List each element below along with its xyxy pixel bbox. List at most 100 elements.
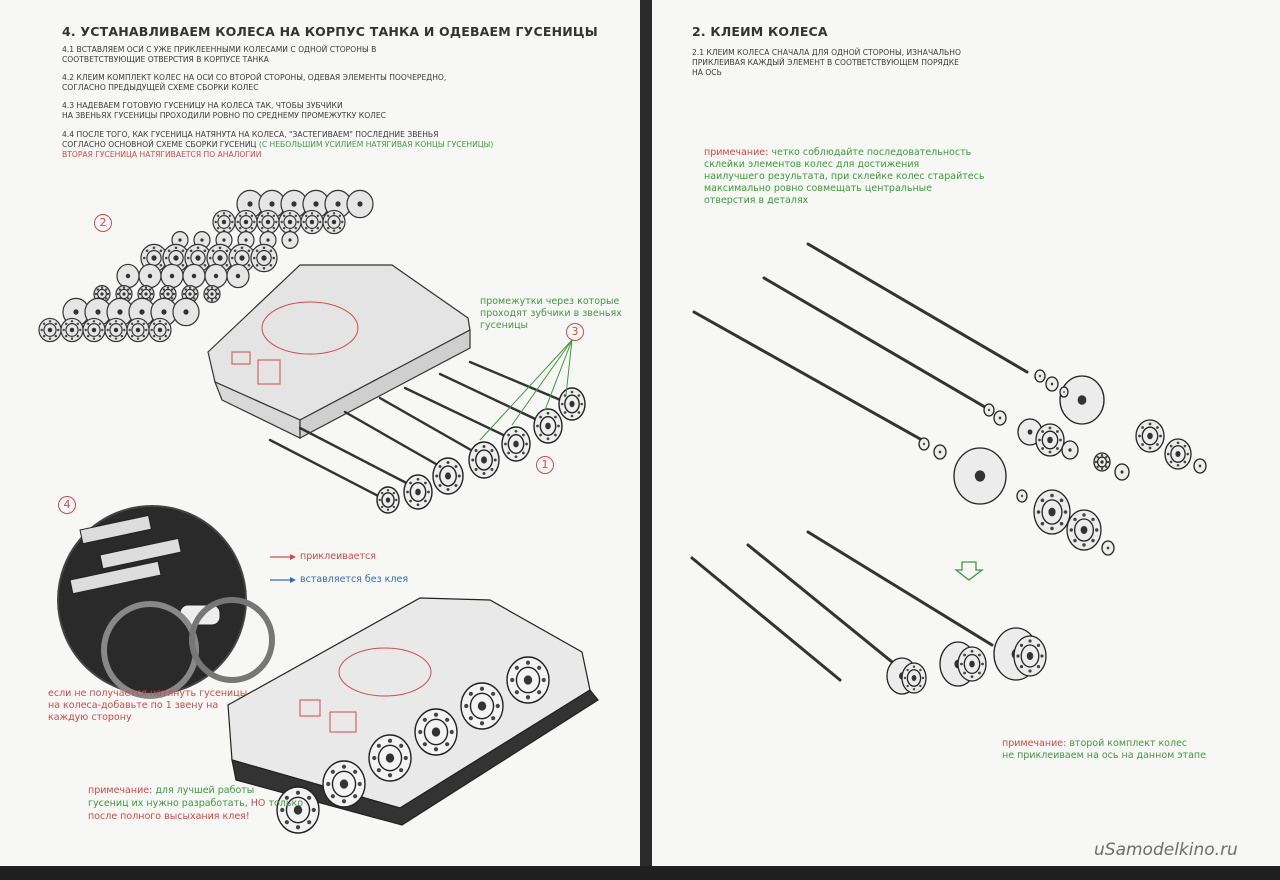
wheel-hub: [923, 442, 925, 446]
wheel-hub: [125, 273, 131, 279]
wheel-hole: [1036, 665, 1041, 669]
wheel-hub: [173, 255, 179, 261]
wheel-hole: [537, 665, 542, 670]
wheel-hole: [316, 214, 320, 218]
wheel-hole: [449, 729, 454, 735]
step-4-4-line-2: СОГЛАСНО ОСНОВНОЙ СХЕМЕ СБОРКИ ГУСЕНИЦ (…: [62, 140, 493, 150]
wheel-hole: [570, 414, 574, 418]
wheel-hub: [221, 219, 227, 225]
wheel-hole: [294, 226, 298, 230]
wheel-rim: [153, 323, 167, 337]
wheel-rim: [1041, 430, 1059, 450]
wheel-hole: [236, 220, 239, 224]
wheel-hole: [114, 337, 118, 340]
wheel-hub: [95, 309, 101, 315]
wheel-hole: [422, 717, 427, 722]
wheel-hole: [100, 286, 104, 289]
wheel-hub: [247, 201, 253, 207]
wheel-hole: [446, 488, 450, 491]
wheel-hole: [1048, 450, 1052, 454]
wheel-hole: [970, 675, 974, 679]
wheel-hole: [525, 442, 528, 446]
step-4-4-line-2-main: СОГЛАСНО ОСНОВНОЙ СХЕМЕ СБОРКИ ГУСЕНИЦ: [62, 140, 257, 149]
wheel-hole: [106, 328, 109, 332]
wheel-hole: [210, 286, 214, 289]
wheel-hole: [1019, 643, 1024, 647]
axle: [343, 410, 452, 474]
wheel-rim: [131, 323, 145, 337]
note2-label: примечание:: [1002, 738, 1067, 749]
wheel-hub: [974, 470, 986, 482]
wheel-hole: [341, 220, 344, 224]
wheel-hub: [147, 273, 153, 279]
wheel-hole: [181, 263, 185, 267]
wheel-hole: [240, 246, 244, 250]
track-tip-line-2: на колеса-добавьте по 1 звену на: [48, 700, 219, 711]
wheel-rim: [217, 215, 231, 229]
wheel-hole: [1050, 526, 1054, 531]
wheel-hole: [76, 322, 80, 326]
note2-line-1: примечание: второй комплект колес: [1002, 738, 1187, 750]
wheel-hole: [164, 334, 168, 338]
wheel-hole: [525, 695, 531, 700]
note1-line-4: максимально ровно совмещать центральные: [704, 183, 933, 194]
wheel-hole: [253, 220, 256, 224]
callout-number-4: 4: [58, 496, 76, 514]
gaps-note-line-1: промежутки через которые: [480, 296, 620, 307]
wheel-hole: [919, 668, 922, 672]
wheel-hole: [422, 742, 427, 747]
wheel-hub: [339, 779, 349, 789]
wheel-hole: [105, 288, 108, 291]
note1-line-2: склейки элементов колес для достижения: [704, 159, 920, 170]
wheel-hole: [311, 807, 316, 813]
wheel-hole: [906, 684, 909, 688]
wheel-hole: [272, 226, 276, 230]
wheel-hole: [152, 334, 156, 338]
wheel-hole: [1073, 538, 1077, 543]
wheel-hole: [1096, 465, 1099, 468]
wheel-hole: [433, 747, 439, 752]
wheel-hole: [1141, 443, 1144, 446]
wheel-hole: [128, 292, 132, 296]
wheel-hole: [160, 292, 164, 296]
wheel-hole: [216, 226, 220, 230]
wheel-hub: [481, 456, 487, 464]
wheel-gluing-diagram: [690, 242, 1207, 695]
wheel-hole: [514, 455, 518, 459]
wheel-hole: [399, 768, 404, 773]
wheel-hole: [86, 322, 90, 326]
wheel-hole: [123, 328, 126, 332]
wheel-hole: [62, 328, 65, 332]
wheel-hole: [94, 292, 98, 296]
wheel-hub: [988, 408, 990, 412]
wheel-rim: [327, 215, 341, 229]
wheel-hub: [161, 309, 167, 315]
wheel-hole: [1056, 447, 1059, 450]
bottom-note-line-1: примечание: для лучшей работы: [88, 785, 254, 797]
wheel-hole: [332, 212, 336, 215]
axle: [806, 242, 1029, 374]
wheel-rim: [906, 669, 922, 687]
wheel-hole: [193, 297, 196, 300]
wheel-hub: [239, 255, 245, 261]
wheel-hole: [380, 505, 384, 509]
wheel-hub: [513, 440, 519, 448]
wheel-hole: [570, 390, 574, 394]
wheel-hole: [79, 328, 82, 332]
wheel-hole: [1059, 498, 1064, 503]
wheel-hub: [969, 660, 975, 668]
wheel-hole: [262, 266, 266, 270]
wheel-hub: [100, 292, 104, 296]
wheel-rim: [65, 323, 79, 337]
legend-glued: приклеивается: [300, 551, 376, 562]
wheel-hole: [403, 755, 408, 761]
wheel-hole: [539, 415, 542, 419]
bottom-note-line-2: гусениц их нужно разработать, НО только: [88, 798, 303, 810]
wheel-hole: [1141, 426, 1144, 429]
wheel-hole: [960, 662, 963, 666]
axle: [690, 556, 842, 682]
wheel-hub: [569, 400, 575, 408]
axle: [692, 310, 924, 442]
wheel-hole: [228, 214, 232, 218]
wheel-hub: [91, 327, 97, 333]
